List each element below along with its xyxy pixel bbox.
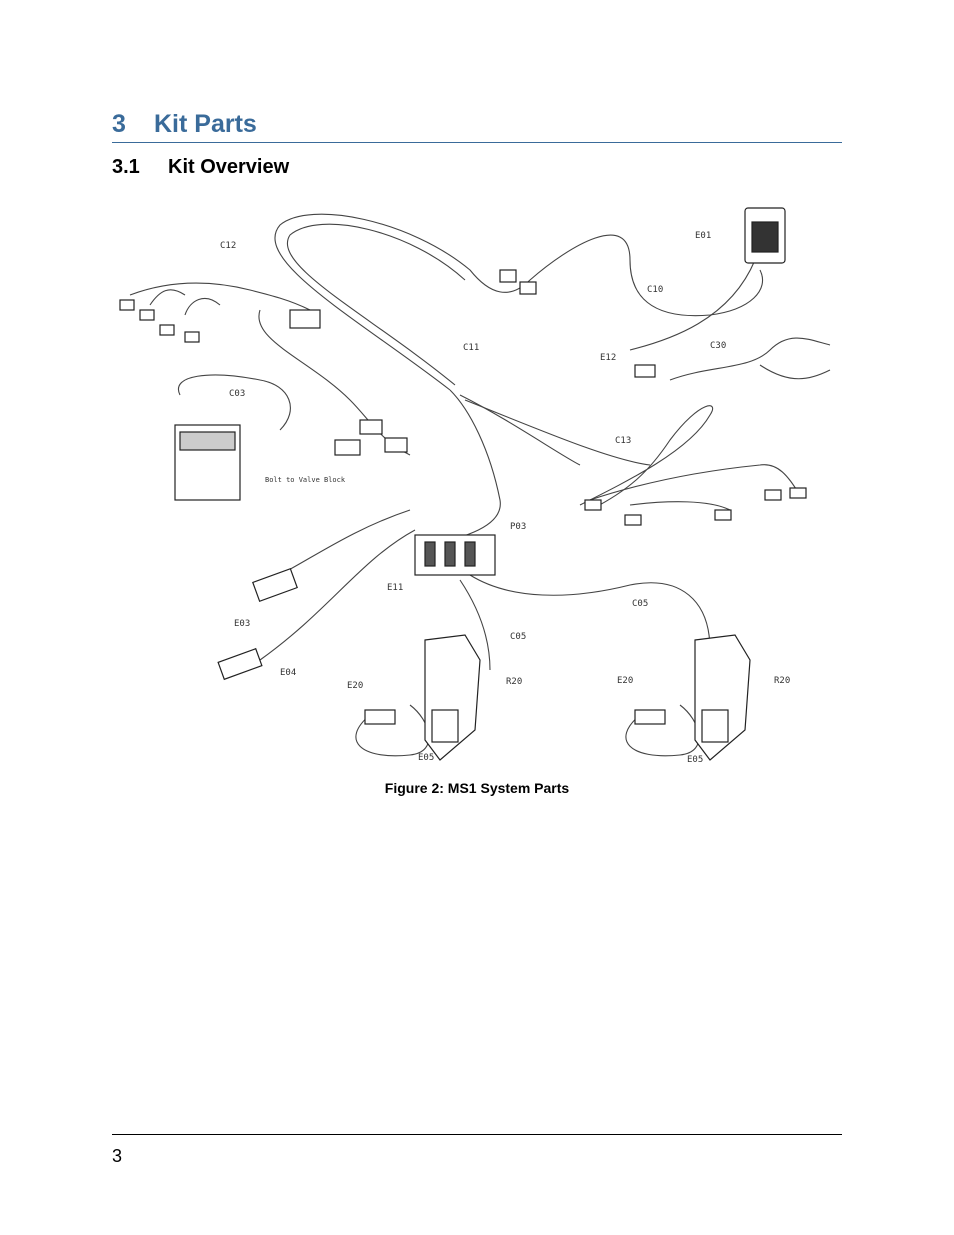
harness-e04 <box>259 529 416 661</box>
harness-c05-right <box>469 574 711 651</box>
callout-labels: C12 E01 C10 C11 E12 C30 C03 C13 Bolt to … <box>220 231 790 765</box>
callout-label: E05 <box>687 755 703 765</box>
callout-label: C30 <box>710 341 726 351</box>
section-heading: 3 Kit Parts <box>112 110 842 143</box>
callout-label: R20 <box>774 676 790 686</box>
callout-label: C13 <box>615 436 631 446</box>
harness-c13 <box>579 405 714 511</box>
harness-loop-c11 <box>274 213 764 391</box>
callout-label: C12 <box>220 241 236 251</box>
callout-label: E20 <box>617 676 633 686</box>
callout-label: R20 <box>506 677 522 687</box>
motor-e05-left <box>431 709 459 743</box>
cable-e01 <box>629 259 756 351</box>
harness-c05-left <box>459 579 491 671</box>
callout-label: C05 <box>632 599 648 609</box>
sensor-e03 <box>252 567 298 603</box>
callout-label: Bolt to Valve Block <box>265 476 346 484</box>
callout-label: C11 <box>463 343 479 353</box>
callout-label: E05 <box>418 753 434 763</box>
callout-label: E03 <box>234 619 250 629</box>
subsection-title: Kit Overview <box>168 156 290 178</box>
harness-c30 <box>669 337 831 381</box>
section-number: 3 <box>112 110 126 138</box>
motor-e05-right <box>701 709 729 743</box>
parts-diagram: C12 E01 C10 C11 E12 C30 C03 C13 Bolt to … <box>119 207 831 765</box>
footer-rule <box>112 1134 842 1135</box>
callout-label: E01 <box>695 231 711 241</box>
callout-label: P03 <box>510 522 526 532</box>
harness-c12 <box>129 282 311 311</box>
callout-label: C03 <box>229 389 245 399</box>
page-number: 3 <box>112 1146 123 1166</box>
harness-c03 <box>177 374 291 431</box>
callout-label: C05 <box>510 632 526 642</box>
callout-label: E12 <box>600 353 616 363</box>
system-parts-figure: C12 E01 C10 C11 E12 C30 C03 C13 Bolt to … <box>110 200 840 775</box>
callout-label: E20 <box>347 681 363 691</box>
harness-loop-c11-inner <box>287 223 466 386</box>
figure-caption: Figure 2: MS1 System Parts <box>384 780 570 796</box>
connector-c11 <box>289 309 321 329</box>
sensor-e04 <box>217 647 263 681</box>
callout-label: E11 <box>387 583 403 593</box>
harness-trunk <box>429 389 501 546</box>
section-title: Kit Parts <box>154 110 257 138</box>
callout-label: E04 <box>280 668 296 678</box>
callout-label: C10 <box>647 285 663 295</box>
subsection-number: 3.1 <box>112 156 140 178</box>
